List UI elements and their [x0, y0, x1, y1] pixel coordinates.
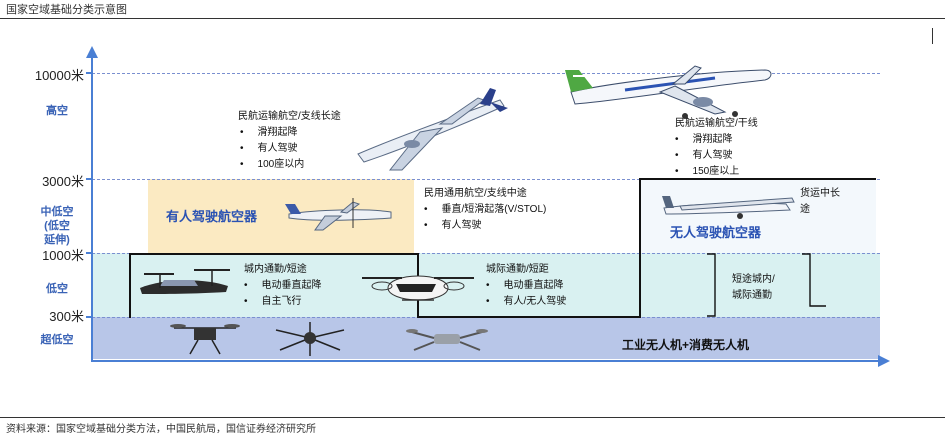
evtol-icon [140, 269, 230, 294]
cargo-drone-icon [662, 196, 795, 219]
bottom-rule [0, 417, 945, 418]
top-rule [0, 18, 945, 19]
figure-title: 国家空域基础分类示意图 [6, 4, 127, 16]
intercity-title: 城际通勤/短距 [486, 264, 549, 275]
zone-high: 高空 [46, 105, 68, 117]
city-item-2: 自主飞行 [244, 294, 322, 310]
level-line-3000 [92, 179, 880, 180]
c919-airliner-icon [565, 65, 772, 119]
general-title: 民用通用航空/支线中途 [424, 188, 527, 199]
drones-label: 工业无人机+消费无人机 [622, 338, 750, 352]
cargo-line-1: 货运中长 [800, 188, 840, 199]
short-route-line-2: 城际通勤 [732, 290, 772, 301]
zone-mid-low-line3: 延伸) [44, 234, 70, 246]
general-item-2: 有人驾驶 [424, 218, 546, 234]
zone-mid-low: 中低空 (低空 延伸) [27, 205, 87, 247]
zone-mid-low-line1: 中低空 [40, 206, 74, 218]
trunk-title: 民航运输航空/支线长途 [238, 111, 341, 122]
unmanned-aircraft-zone [640, 179, 876, 253]
tick-10000: 10000米 [34, 68, 84, 83]
intercity-commute-block: 城际通勤/短距 电动垂直起降 有人/无人驾驶 [486, 262, 566, 310]
trunk-item-1: 滑翔起降 [240, 125, 341, 141]
tick-1000: 1000米 [42, 248, 84, 263]
trunk-item-3: 100座以内 [240, 157, 341, 173]
air-taxi-icon [362, 275, 474, 301]
mainline-item-1: 滑翔起降 [675, 132, 758, 148]
short-route-line-1: 短途城内/ [732, 274, 775, 285]
city-item-1: 电动垂直起降 [244, 278, 322, 294]
quadcopter-drone-icon [170, 324, 240, 355]
source-note: 资料来源：国家空域基础分类方法，中国民航局，国信证券经济研究所 [6, 424, 316, 435]
trunk-block: 民航运输航空/支线长途 滑翔起降 有人驾驶 100座以内 [238, 109, 341, 173]
cargo-line-2: 途 [800, 204, 810, 215]
edge-mark [932, 28, 933, 44]
zone-ultra-low: 超低空 [40, 334, 74, 346]
manned-aircraft-label: 有人驾驶航空器 [166, 209, 258, 224]
unmanned-aircraft-label: 无人驾驶航空器 [670, 225, 762, 240]
octocopter-drone-icon [275, 322, 345, 356]
mainline-item-2: 有人驾驶 [675, 148, 758, 164]
intercity-item-1: 电动垂直起降 [486, 278, 566, 294]
short-route-label: 短途城内/ 城际通勤 [732, 272, 775, 304]
zone-mid-low-line2: (低空 [44, 220, 70, 232]
tick-3000: 3000米 [42, 174, 84, 189]
zone-low: 低空 [46, 283, 68, 295]
mainline-block: 民航运输航空/干线 滑翔起降 有人驾驶 150座以上 [675, 116, 758, 180]
consumer-drone-icon [406, 329, 488, 351]
city-commute-block: 城内通勤/短途 电动垂直起降 自主飞行 [244, 262, 322, 310]
trunk-item-2: 有人驾驶 [240, 141, 341, 157]
intercity-item-2: 有人/无人驾驶 [486, 294, 567, 310]
level-line-10000 [92, 73, 880, 74]
mainline-title: 民航运输航空/干线 [675, 118, 758, 129]
mainline-item-3: 150座以上 [675, 164, 758, 180]
general-aviation-block: 民用通用航空/支线中途 垂直/短滑起落(V/STOL) 有人驾驶 [424, 186, 546, 234]
level-line-1000 [92, 253, 880, 254]
general-item-1: 垂直/短滑起落(V/STOL) [424, 202, 547, 218]
tick-300: 300米 [49, 309, 84, 324]
city-title: 城内通勤/短途 [244, 264, 307, 275]
turboprop-icon [285, 198, 392, 231]
cargo-label: 货运中长 途 [800, 186, 840, 218]
regional-jet-icon [357, 88, 508, 171]
ultra-low-band [92, 317, 880, 359]
